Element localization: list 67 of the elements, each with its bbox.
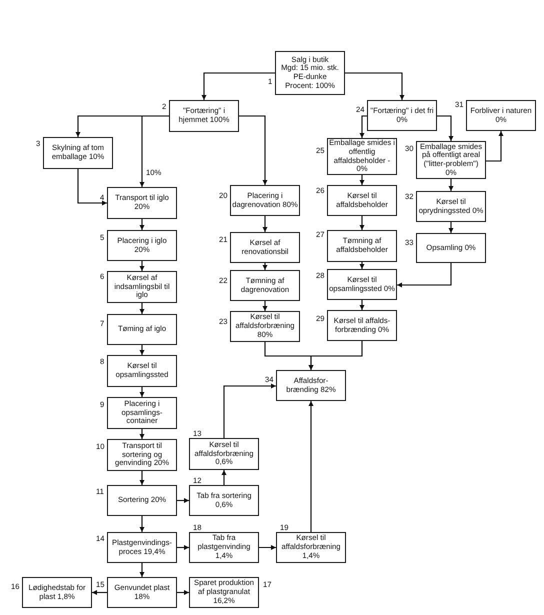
arrow: [202, 72, 275, 100]
arrow: [262, 263, 268, 270]
process-box: [327, 269, 397, 300]
arrow: [486, 131, 504, 162]
arrow: [140, 219, 144, 230]
process-box: [107, 187, 177, 219]
arrow: [140, 387, 144, 397]
process-box: [327, 310, 397, 341]
arrow: [360, 300, 364, 310]
process-box: [107, 577, 177, 608]
arrow: [140, 471, 144, 485]
arrow: [239, 115, 268, 185]
process-box: [416, 191, 486, 222]
process-box: [107, 439, 177, 471]
arrow: [140, 261, 144, 271]
process-box: [275, 51, 345, 95]
arrow: [262, 301, 268, 311]
process-box: [276, 370, 346, 401]
process-box: [107, 230, 177, 261]
arrow: [360, 115, 367, 138]
process-box: [230, 311, 300, 342]
arrow: [437, 115, 454, 141]
arrow: [308, 341, 363, 370]
arrow: [262, 216, 268, 232]
process-box: [22, 577, 92, 608]
arrow: [360, 262, 364, 269]
process-box: [43, 137, 113, 169]
arrow: [222, 470, 226, 485]
arrow: [360, 216, 364, 230]
process-box: [367, 100, 437, 131]
arrow: [140, 563, 144, 577]
process-box: [466, 100, 536, 131]
arrow: [77, 169, 107, 206]
arrow: [360, 175, 364, 185]
arrow: [177, 590, 189, 595]
arrow: [397, 263, 452, 288]
process-box: [327, 230, 397, 262]
process-box: [107, 314, 177, 345]
arrow: [345, 72, 404, 100]
process-box: [169, 100, 239, 132]
process-box: [107, 355, 177, 387]
process-box: [107, 397, 177, 429]
process-box: [327, 185, 397, 216]
arrow: [448, 179, 454, 191]
arrow: [308, 401, 314, 532]
process-box: [107, 532, 177, 563]
process-box: [230, 270, 300, 301]
process-box: [107, 271, 177, 303]
arrow: [140, 516, 144, 532]
process-box: [416, 233, 486, 263]
process-box: [230, 185, 300, 216]
arrow: [177, 545, 189, 550]
arrow: [140, 303, 144, 314]
process-box: [230, 232, 300, 263]
arrow: [140, 345, 144, 355]
arrow: [448, 222, 454, 233]
process-box: [276, 532, 346, 563]
arrow: [223, 384, 276, 438]
process-box: [189, 485, 259, 516]
arrow: [177, 498, 189, 503]
process-box: [189, 438, 259, 470]
process-box: [189, 532, 259, 563]
arrow: [92, 590, 107, 595]
arrow: [140, 429, 144, 439]
arrow: [259, 545, 276, 550]
arrow: [140, 115, 169, 187]
process-box: [107, 485, 177, 516]
